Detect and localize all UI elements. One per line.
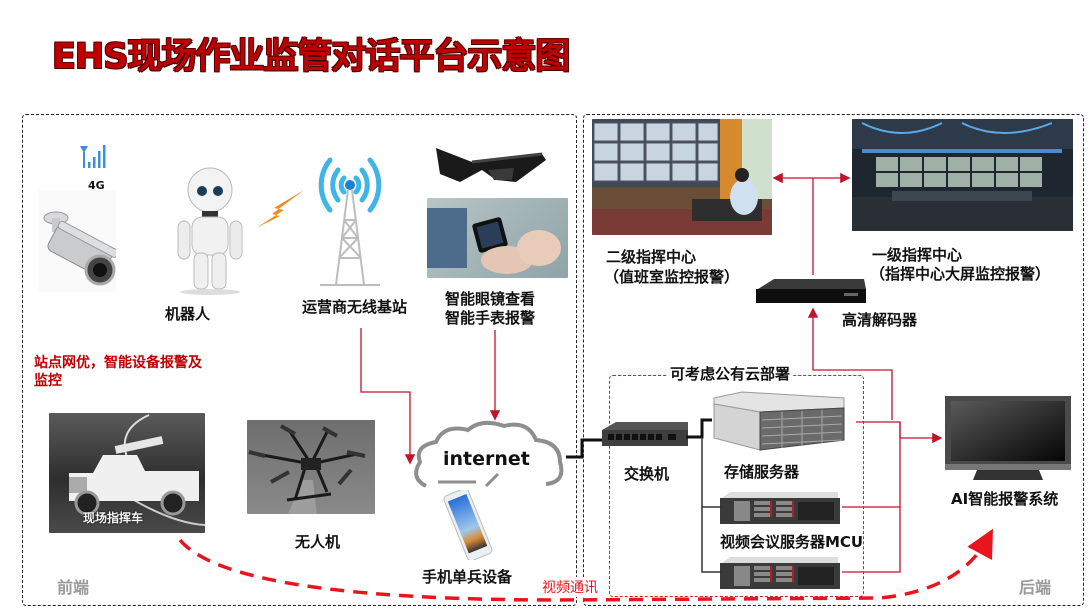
wearables-label-line1: 智能眼镜查看 [445, 290, 536, 308]
level1-center-image [852, 119, 1073, 231]
page-title: EHS现场作业监管对话平台示意图 [52, 37, 570, 77]
storage-server-label: 存储服务器 [724, 463, 800, 481]
base-station-icon [300, 150, 400, 290]
level2-center-label-line1: 二级指挥中心 [606, 248, 697, 266]
command-vehicle-image: 现场指挥车 [49, 413, 205, 533]
phone-label: 手机单兵设备 [422, 568, 513, 586]
robot-label: 机器人 [165, 305, 211, 323]
ai-alarm-monitor-image [945, 396, 1071, 482]
signal-4g-icon [78, 142, 108, 172]
cloud-deploy-label: 可考虑公有云部署 [668, 365, 793, 384]
hd-decoder-label: 高清解码器 [842, 311, 918, 329]
level2-center-label-line2: （值班室监控报警） [604, 268, 740, 286]
smart-watch-image [427, 198, 568, 278]
level1-center-label-line1: 一级指挥中心 [872, 246, 963, 264]
network-switch-image [600, 420, 690, 450]
network-switch-label: 交换机 [624, 465, 670, 483]
level2-center-image [592, 119, 772, 235]
video-comm-label: 视频通讯 [541, 577, 599, 597]
back-end-zone-label: 后端 [1019, 578, 1052, 597]
smart-glasses-image [432, 140, 550, 195]
storage-server-image [712, 390, 846, 452]
level1-center-label-line2: （指挥中心大屏监控报警） [870, 265, 1051, 283]
base-station-label: 运营商无线基站 [302, 298, 408, 316]
hd-decoder-image [754, 275, 868, 305]
command-vehicle-label: 现场指挥车 [83, 511, 144, 525]
front-end-zone-label: 前端 [57, 578, 90, 597]
drone-label: 无人机 [295, 533, 341, 551]
mcu-server-2-image [720, 557, 840, 591]
robot-image [168, 165, 252, 295]
cctv-camera-image [38, 190, 116, 292]
internet-cloud: internet [410, 418, 566, 490]
front-end-note-line1: 站点网优，智能设备报警及 [34, 355, 202, 371]
front-end-note-line2: 监控 [34, 373, 62, 389]
drone-image [247, 420, 375, 514]
lightning-icon [254, 188, 306, 230]
internet-cloud-label: internet [443, 448, 530, 470]
phone-image [437, 488, 497, 562]
back-end-panel [583, 114, 1084, 606]
mcu-server-1-image [720, 492, 840, 526]
signal-4g-label: 4G [88, 179, 105, 192]
ai-alarm-system-label: AI智能报警系统 [951, 490, 1059, 508]
mcu-server-label: 视频会议服务器MCU [720, 533, 864, 551]
wearables-label-line2: 智能手表报警 [445, 309, 536, 327]
front-end-panel [22, 114, 577, 606]
